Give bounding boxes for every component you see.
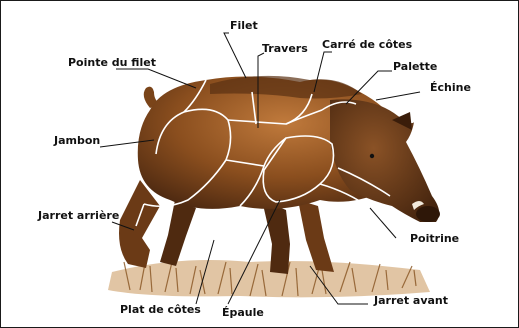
label-jambon: Jambon xyxy=(53,134,100,147)
grass xyxy=(108,258,430,297)
label-jarret-avant: Jarret avant xyxy=(373,294,448,307)
leader-echine xyxy=(376,92,420,100)
label-filet: Filet xyxy=(230,19,258,32)
label-jarret-arriere: Jarret arrière xyxy=(37,209,119,222)
leader-filet xyxy=(224,33,246,78)
label-pointe-du-filet: Pointe du filet xyxy=(68,56,156,69)
label-plat-de-cotes: Plat de côtes xyxy=(120,303,201,316)
label-travers: Travers xyxy=(262,42,308,55)
label-echine: Échine xyxy=(430,81,471,94)
leader-poitrine xyxy=(370,208,396,238)
label-carre-de-cotes: Carré de côtes xyxy=(322,38,413,51)
label-epaule: Épaule xyxy=(222,306,264,319)
label-palette: Palette xyxy=(393,60,437,73)
boar-silhouette xyxy=(119,76,440,274)
label-poitrine: Poitrine xyxy=(410,232,459,245)
